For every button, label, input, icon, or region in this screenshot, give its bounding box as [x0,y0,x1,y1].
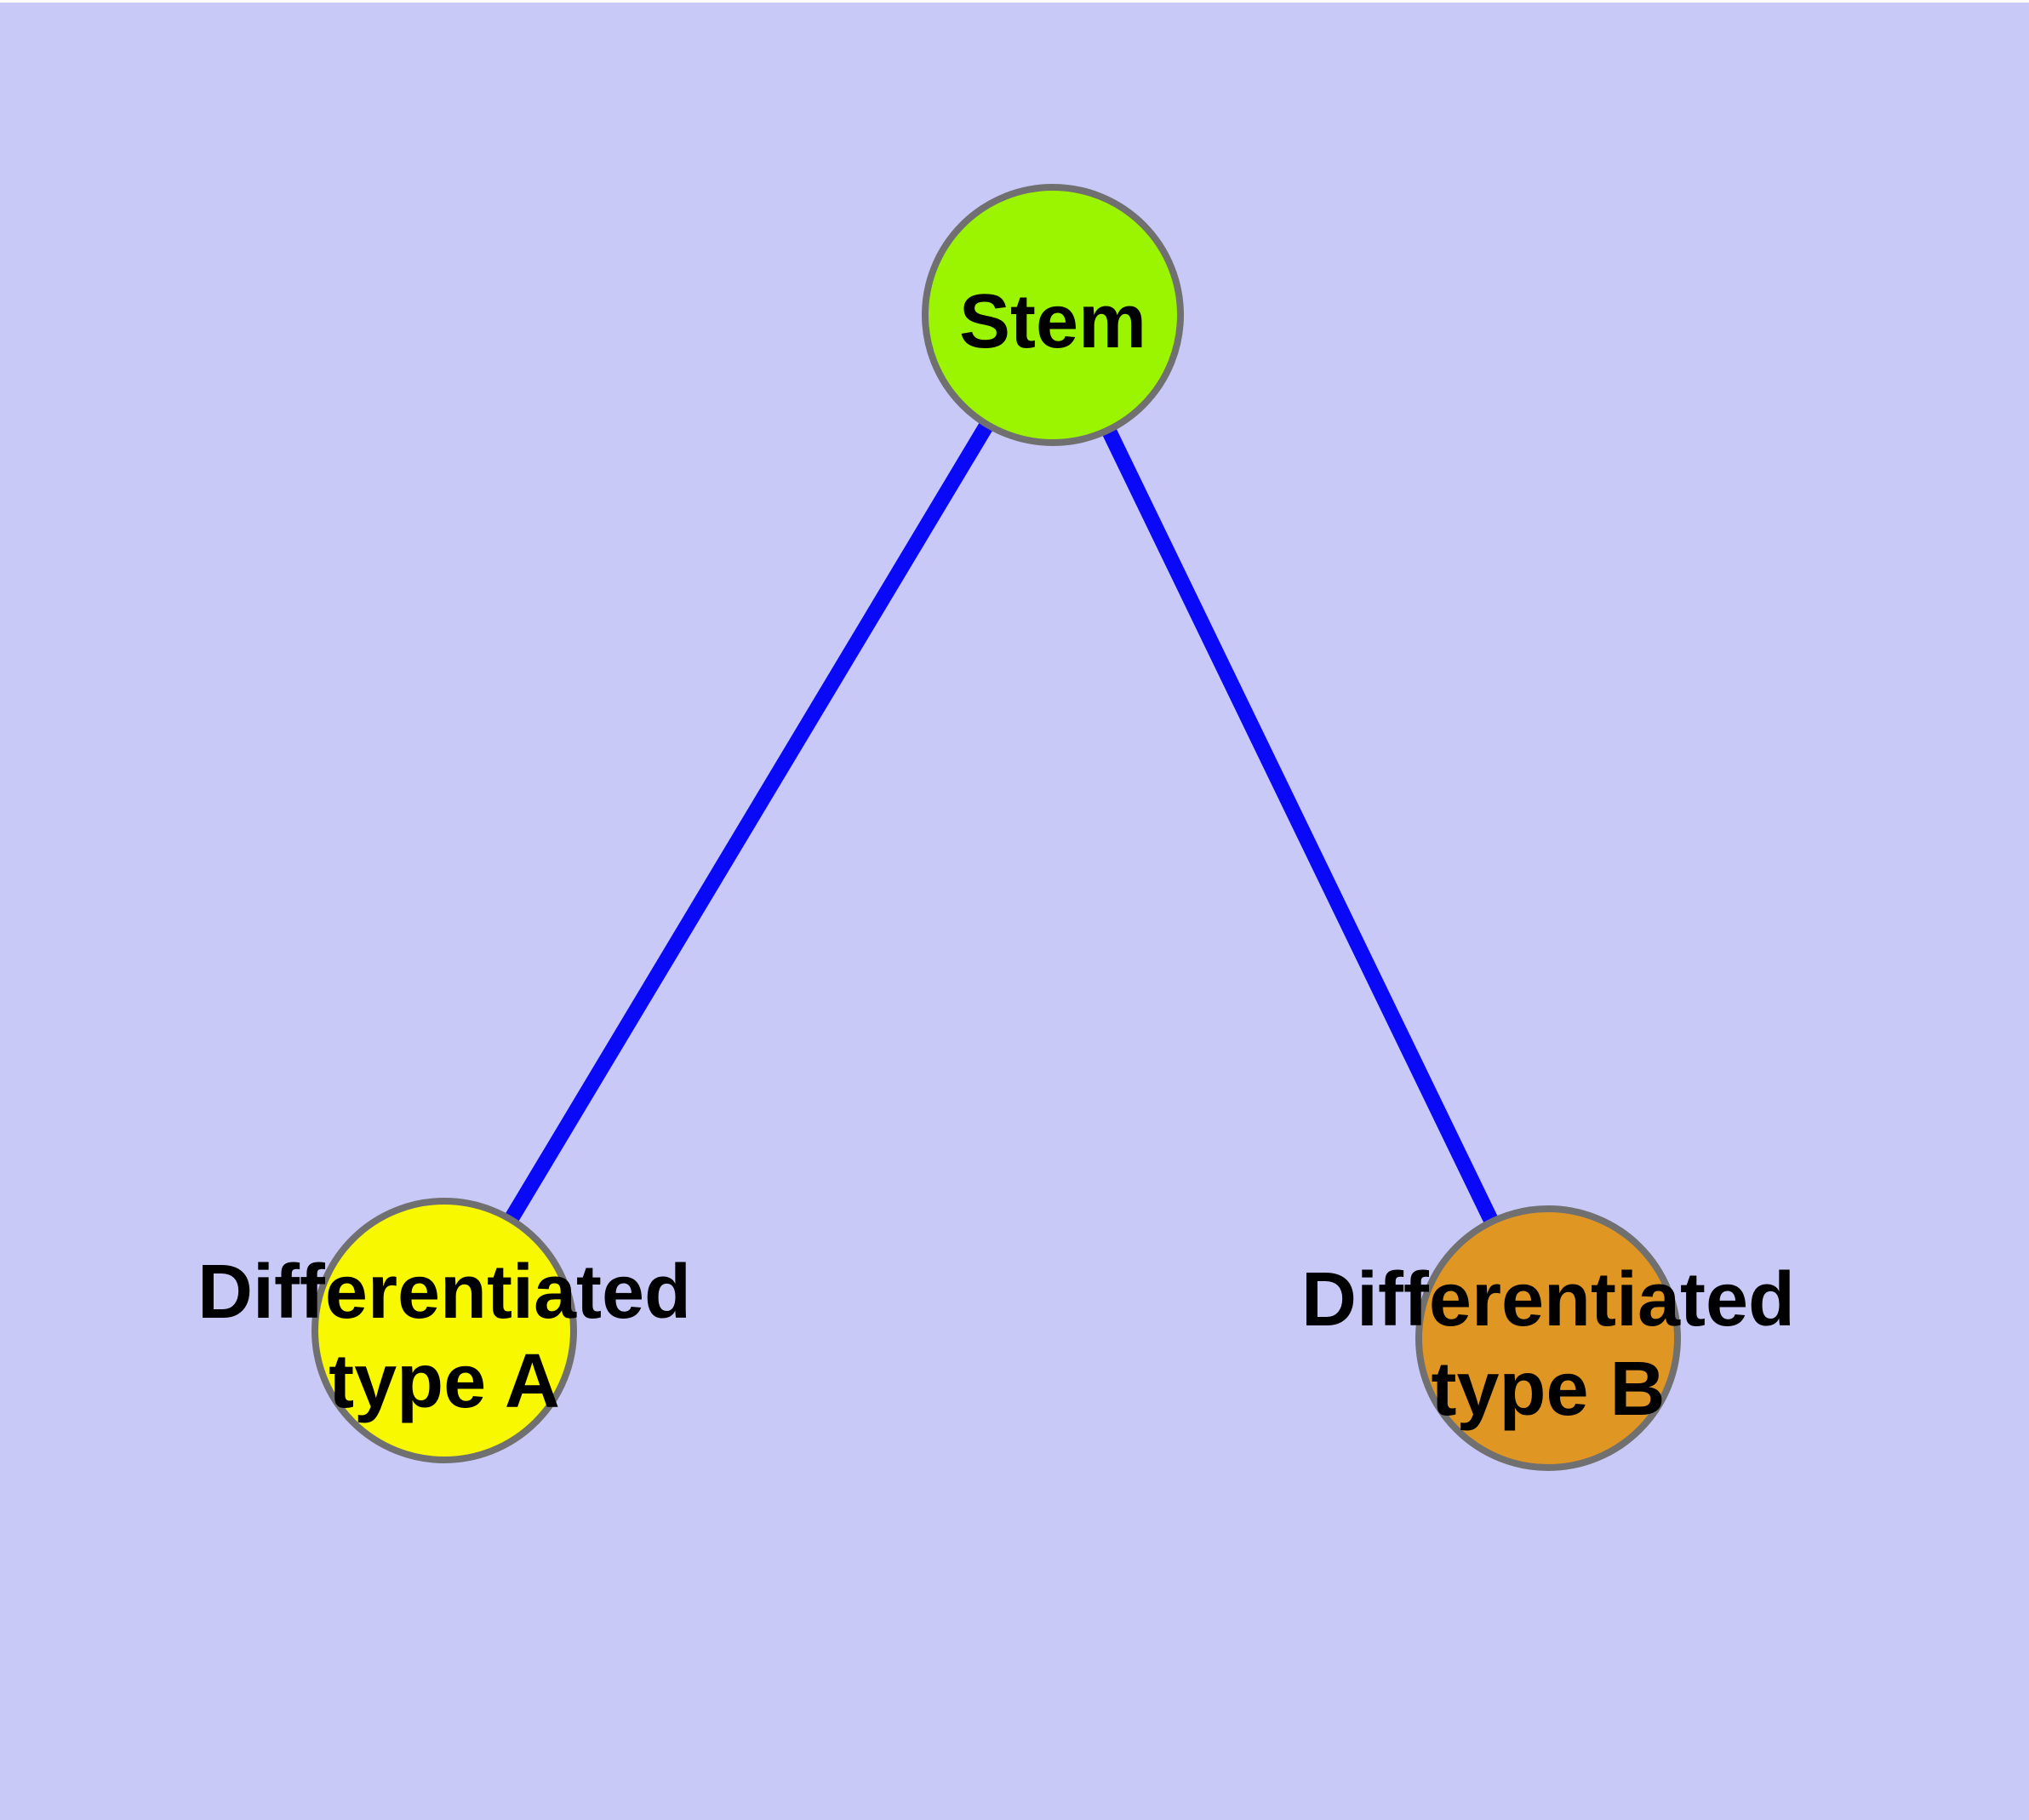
node-type-b-circle[interactable] [1415,1205,1681,1471]
node-stem-label: Stem [959,279,1146,364]
edge-stem-to-type-b [1045,312,1556,1342]
node-type-a-circle[interactable] [311,1198,577,1463]
node-type-b-label-line1: Differentiated [1301,1257,1795,1342]
node-type-b-label-line2: type B [1431,1347,1665,1432]
top-border [0,0,2029,3]
node-type-a-label-line1: Differentiated [197,1250,691,1335]
node-type-a-label-line2: type A [329,1339,560,1424]
node-stem-circle[interactable] [922,184,1184,446]
edge-stem-to-type-a [437,311,1060,1335]
